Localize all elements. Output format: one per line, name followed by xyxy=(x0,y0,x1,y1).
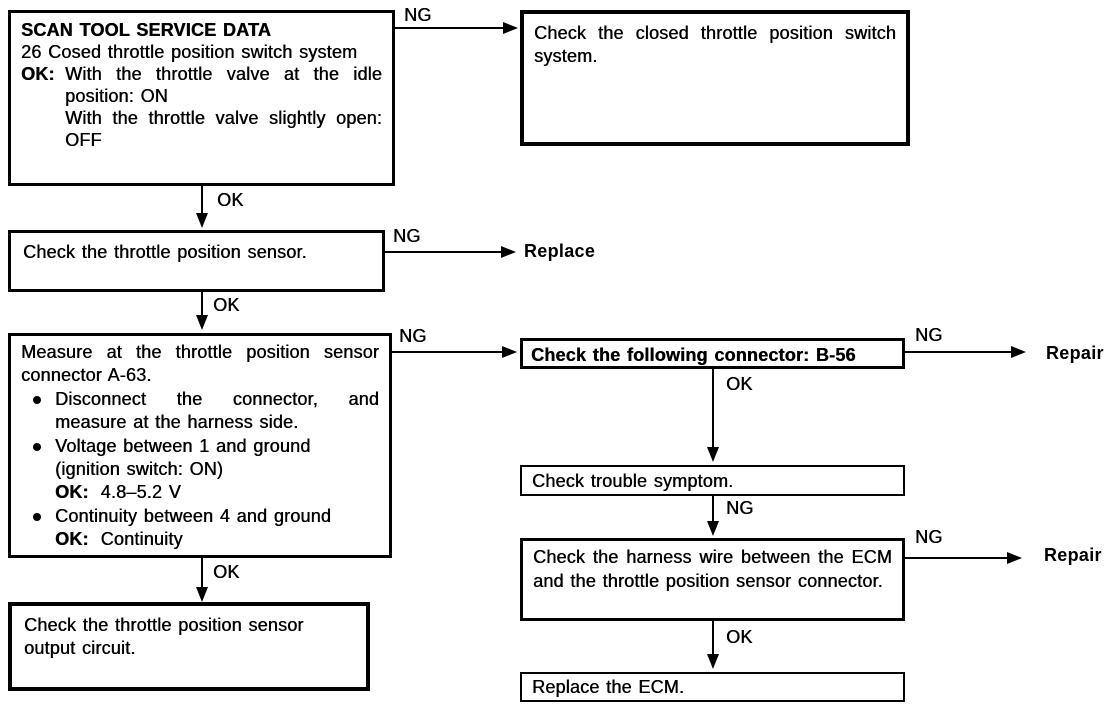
arrowhead-right-icon xyxy=(501,246,516,258)
flow-box-check-harness-wire: Check the harness wire between the ECM a… xyxy=(520,538,905,621)
edge-label-ok-1: OK xyxy=(217,190,244,210)
arrowhead-down-icon xyxy=(196,315,208,330)
flow-box-measure-connector: Measure at the throttle position sensor … xyxy=(8,333,392,558)
measure-bullet-3: Continuity between 4 and ground OK: Cont… xyxy=(21,505,379,551)
check-connector-b56-text: Check the following connector: B-56 xyxy=(531,345,856,365)
edge-line-trouble-to-harness xyxy=(712,496,714,524)
arrowhead-down-icon xyxy=(196,213,208,228)
scan-tool-ok-spec: OK: With the throttle valve at the idle … xyxy=(21,63,382,151)
measure-bullet-3-ok: OK: Continuity xyxy=(55,528,379,551)
flow-box-check-trouble-symptom: Check trouble symptom. xyxy=(520,465,905,496)
edge-line-harness-to-repair xyxy=(905,557,1011,559)
edge-label-ng-4: NG xyxy=(915,325,943,345)
edge-line-measure-to-output xyxy=(201,558,203,590)
measure-bullet-2: Voltage between 1 and ground (ignition s… xyxy=(21,435,379,504)
edge-line-b56-to-trouble xyxy=(712,369,714,449)
closed-throttle-switch-text: Check the closed throttle position switc… xyxy=(534,23,896,66)
scan-tool-subtitle: 26 Cosed throttle position switch system xyxy=(21,42,358,62)
arrowhead-right-icon xyxy=(1007,552,1022,564)
measure-intro: Measure at the throttle position sensor … xyxy=(21,342,379,385)
measure-bullet-2-line2: (ignition switch: ON) xyxy=(55,459,224,479)
ok-spec-lines: With the throttle valve at the idle posi… xyxy=(65,63,382,151)
edge-line-harness-to-ecm xyxy=(712,621,714,657)
replace-ecm-text: Replace the ECM. xyxy=(532,677,685,697)
measure-bullet-2-ok: OK: 4.8–5.2 V xyxy=(55,481,379,504)
ok-key-label: OK: xyxy=(55,529,89,549)
terminal-replace: Replace xyxy=(524,241,596,261)
terminal-repair-2: Repair xyxy=(1044,545,1102,565)
flow-box-closed-throttle-switch: Check the closed throttle position switc… xyxy=(520,10,910,146)
measure-bullet-1: Disconnect the connector, and measure at… xyxy=(21,388,379,434)
ok-key-label: OK: xyxy=(21,64,55,84)
flow-box-check-output-circuit: Check the throttle position sensor outpu… xyxy=(8,602,370,691)
measure-bullet-2-line1: Voltage between 1 and ground xyxy=(55,436,311,456)
scan-tool-title: SCAN TOOL SERVICE DATA xyxy=(21,20,271,40)
edge-label-ok-2: OK xyxy=(213,295,240,315)
check-trouble-symptom-text: Check trouble symptom. xyxy=(532,471,734,491)
arrowhead-right-icon xyxy=(503,22,518,34)
bullet-icon xyxy=(21,388,55,434)
edge-line-b56-to-repair xyxy=(905,351,1015,353)
measure-bullet-1-text: Disconnect the connector, and measure at… xyxy=(55,389,379,432)
measure-bullet-2-body: Voltage between 1 and ground (ignition s… xyxy=(55,435,379,504)
bullet-icon xyxy=(21,435,55,504)
arrowhead-right-icon xyxy=(502,346,517,358)
ok-spec-line-1: With the throttle valve at the idle posi… xyxy=(65,64,382,106)
check-throttle-sensor-text: Check the throttle position sensor. xyxy=(23,242,307,262)
flow-box-check-connector-b56: Check the following connector: B-56 xyxy=(520,338,905,369)
edge-line-sensor-to-replace xyxy=(385,251,503,253)
flow-box-scan-tool-service-data: SCAN TOOL SERVICE DATA 26 Cosed throttle… xyxy=(8,10,395,186)
measure-bullet-3-body: Continuity between 4 and ground OK: Cont… xyxy=(55,505,379,551)
edge-line-sensor-to-measure xyxy=(201,292,203,318)
edge-label-ok-5: OK xyxy=(213,562,240,582)
flow-box-check-throttle-sensor: Check the throttle position sensor. xyxy=(8,230,385,292)
bullet-icon xyxy=(21,505,55,551)
terminal-repair-1: Repair xyxy=(1046,343,1104,363)
check-output-circuit-text: Check the throttle position sensor outpu… xyxy=(24,615,304,658)
edge-label-ng-2: NG xyxy=(393,226,421,246)
measure-bullet-2-ok-value: 4.8–5.2 V xyxy=(100,482,181,502)
flow-box-replace-ecm: Replace the ECM. xyxy=(520,672,905,702)
edge-line-scan-to-sensor xyxy=(201,186,203,216)
edge-label-ng-3: NG xyxy=(399,326,427,346)
edge-label-ok-4: OK xyxy=(726,627,753,647)
edge-line-measure-to-b56 xyxy=(392,351,504,353)
check-harness-wire-text: Check the harness wire between the ECM a… xyxy=(533,547,892,591)
edge-label-ng-5: NG xyxy=(726,498,754,518)
edge-label-ng-1: NG xyxy=(404,5,432,25)
arrowhead-down-icon xyxy=(196,587,208,602)
measure-bullet-3-ok-value: Continuity xyxy=(100,529,183,549)
arrowhead-down-icon xyxy=(707,521,719,536)
edge-label-ok-3: OK xyxy=(726,374,753,394)
edge-label-ng-6: NG xyxy=(915,527,943,547)
arrowhead-down-icon xyxy=(707,447,719,462)
arrowhead-right-icon xyxy=(1011,346,1026,358)
ok-key-label: OK: xyxy=(55,482,89,502)
arrowhead-down-icon xyxy=(707,654,719,669)
measure-bullet-3-line1: Continuity between 4 and ground xyxy=(55,506,331,526)
edge-line-scan-to-closed xyxy=(395,27,505,29)
ok-spec-line-2: With the throttle valve slightly open: O… xyxy=(65,108,382,150)
